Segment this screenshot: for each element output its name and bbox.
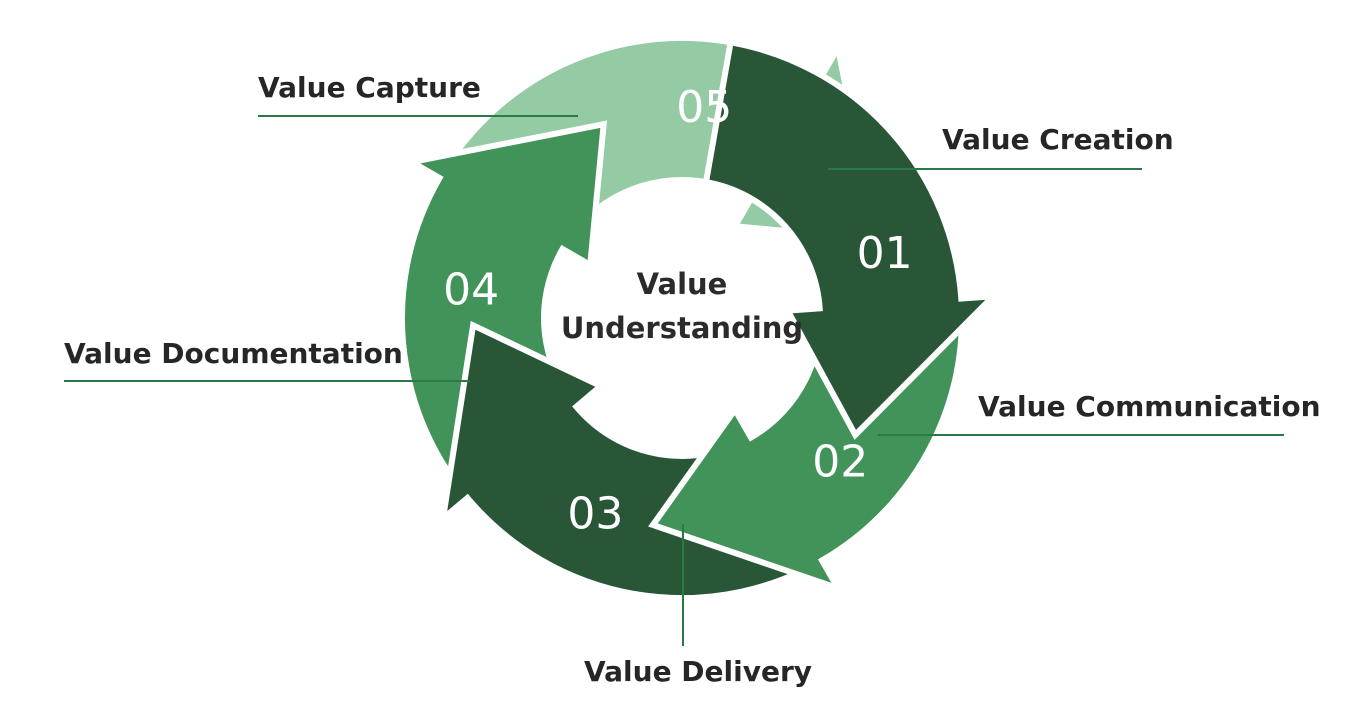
leader-line-value-creation (828, 168, 1142, 170)
leader-line-value-documentation (64, 380, 470, 382)
step-number-02: 02 (812, 437, 868, 488)
step-number-04: 04 (443, 264, 499, 315)
step-number-03: 03 (567, 489, 623, 540)
leader-line-value-delivery (682, 524, 684, 646)
label-value-capture: Value Capture (258, 71, 481, 104)
step-number-01: 01 (857, 228, 913, 279)
center-title-line1: Value (637, 267, 728, 301)
label-value-communication: Value Communication (978, 390, 1321, 423)
label-value-documentation: Value Documentation (64, 337, 403, 370)
cycle-segment-01 (702, 38, 1001, 440)
label-value-delivery: Value Delivery (584, 655, 813, 688)
leader-line-value-capture (258, 115, 578, 117)
leader-line-value-communication (878, 434, 1284, 436)
label-value-creation: Value Creation (942, 123, 1174, 156)
center-title-line2: Understanding (561, 311, 803, 345)
step-number-05: 05 (676, 82, 732, 133)
